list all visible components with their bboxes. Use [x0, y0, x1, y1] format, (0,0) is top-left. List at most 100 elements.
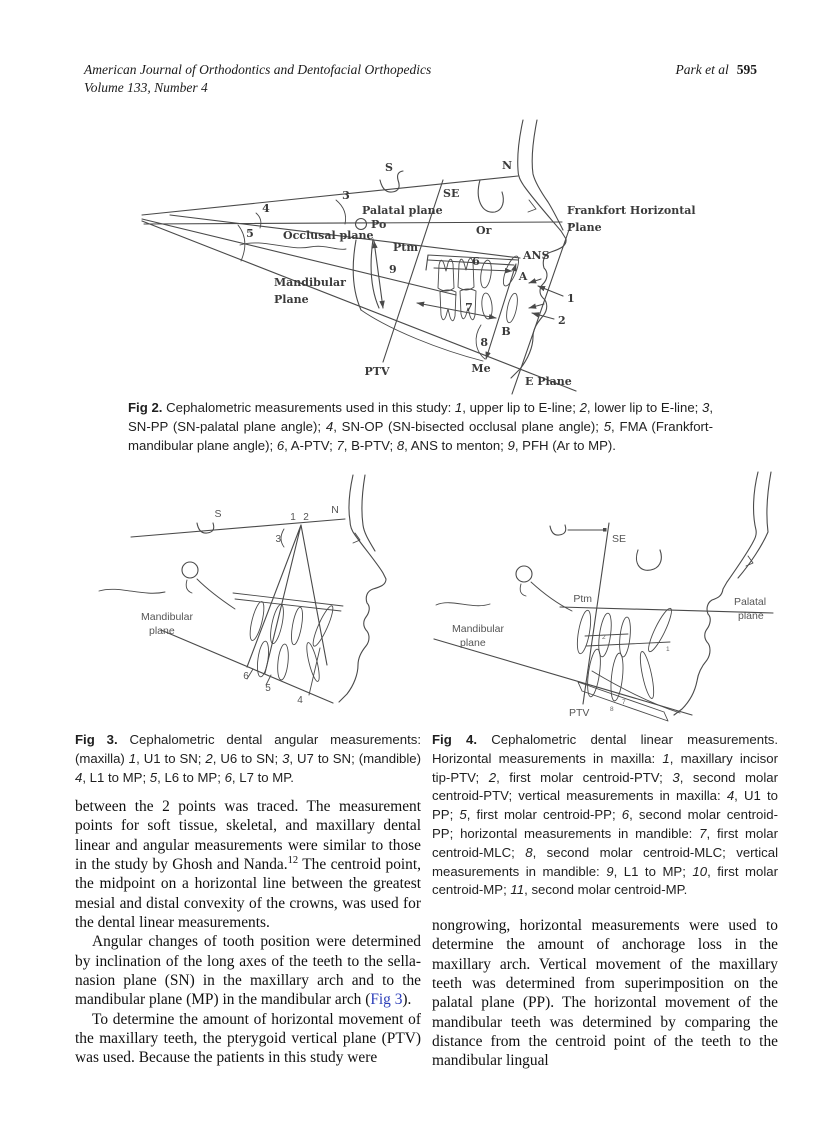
- text-segment: , B-PTV;: [343, 437, 397, 453]
- fig2-label-ptv: PTV: [365, 365, 390, 378]
- fig2-label-2: 2: [558, 314, 566, 327]
- upper-incisor: [648, 607, 672, 653]
- fig2-label-1: 1: [567, 292, 575, 305]
- fig2-label-9: 9: [389, 263, 397, 276]
- fig3-label-mandibular-1: Mandibular: [141, 611, 193, 623]
- sn-line: [141, 175, 519, 216]
- text-segment: , ANS to menton;: [404, 437, 508, 453]
- lower-incisor: [639, 651, 655, 699]
- text-segment: The centroid point, the midpoint on a ho…: [75, 856, 421, 932]
- upper-molar-1: [437, 258, 455, 292]
- cranial-base-outline: [239, 242, 347, 250]
- text-segment: , maxillary incisor tip-PTV;: [432, 750, 778, 785]
- fig2-caption: Fig 2. Cephalometric measurements used i…: [128, 399, 713, 455]
- fig3-reference-link[interactable]: Fig 3: [370, 991, 403, 1009]
- ear-marker: [181, 561, 199, 579]
- fig2-label-s: S: [385, 161, 393, 174]
- fig2-label-7: 7: [465, 301, 473, 314]
- text-segment: , second molar centroid-MP.: [524, 882, 688, 898]
- symphysis-outline: [475, 324, 486, 360]
- soft-tissue-profile: [673, 471, 759, 716]
- upper-molar-2: [598, 612, 612, 658]
- text-segment: 9: [507, 437, 515, 453]
- nasion-chevron: [352, 532, 361, 544]
- text-segment: 4: [726, 788, 735, 804]
- occlusal-plane-line: [141, 218, 457, 296]
- text-segment: 6: [276, 437, 285, 453]
- text-segment: 6: [621, 807, 630, 823]
- angle-arc-3: [335, 199, 347, 225]
- text-segment: Cephalometric dental linear measurements…: [432, 732, 778, 766]
- fig2-label-b: B: [501, 325, 510, 338]
- measure-8-arrow: [485, 263, 517, 360]
- fig2-label-or: Or: [476, 224, 492, 237]
- fig4-label-palatal-1: Palatal: [734, 596, 766, 608]
- text-segment: , second molar centroid-PTV; vertical me…: [432, 769, 779, 804]
- fig3-label-n: N: [331, 504, 339, 516]
- fig2-label-mandibular-1: Mandibular: [274, 276, 346, 289]
- fig4-label-se: SE: [612, 533, 626, 545]
- body-paragraph: Angular changes of tooth position were d…: [75, 932, 421, 1009]
- text-segment: 1: [128, 750, 137, 766]
- fig2-label-ptm: Ptm: [393, 241, 418, 254]
- text-segment: 1: [662, 750, 670, 766]
- fig4-label-mandibular-2: plane: [460, 637, 486, 649]
- text-segment: , upper lip to E-line;: [462, 400, 580, 415]
- fig3-label-s: S: [214, 508, 221, 520]
- fig4-label-mandibular-1: Mandibular: [452, 623, 504, 635]
- lower-molar-2: [610, 652, 624, 702]
- fig4-label-8: 8: [610, 706, 614, 713]
- text-segment: 10: [692, 863, 708, 879]
- journal-volume: Volume 133, Number 4: [84, 80, 208, 95]
- ear-marker: [515, 565, 533, 583]
- fig3-label-5: 5: [265, 683, 271, 694]
- text-segment: , FMA (Frankfort-mandibular plane angle)…: [128, 418, 713, 453]
- text-segment: , U1 to PP;: [432, 788, 778, 823]
- fig3-label-4: 4: [297, 695, 303, 706]
- text-segment: , L1 to MP;: [82, 769, 150, 785]
- sella-outline: [549, 524, 606, 536]
- text-segment: , U6 to SN;: [212, 750, 283, 766]
- mandible-border: [591, 670, 681, 714]
- ptv-line: [382, 179, 444, 363]
- fig4-label-palatal-2: plane: [738, 610, 764, 622]
- text-segment: , first molar centroid-MLC;: [432, 825, 779, 860]
- text-segment: ).: [402, 991, 412, 1009]
- lower-axis-extensions: [246, 647, 321, 696]
- nasion-chevron: [527, 199, 537, 213]
- fig3-label-mandibular-2: plane: [149, 625, 175, 637]
- fig3-label-6: 6: [243, 671, 249, 682]
- fig2-label-frankfort-1: Frankfort Horizontal: [567, 204, 696, 217]
- fig2-diagram: S N SE 3 Palatal plane 4 Occlusal plane …: [141, 119, 696, 395]
- text-segment: , L1 to MP;: [613, 863, 693, 879]
- text-segment: To determine the amount of horizontal mo…: [75, 1010, 421, 1067]
- upper-molar-1: [249, 601, 265, 641]
- soft-tissue-profile: [338, 474, 387, 703]
- orbit-outline: [477, 179, 504, 213]
- frankfort-line: [143, 221, 563, 225]
- text-segment: 9: [606, 863, 614, 879]
- page-number: 595: [736, 62, 757, 77]
- text-segment: 5: [459, 807, 467, 823]
- fig4-label-7: 7: [622, 699, 626, 706]
- text-segment: Angular changes of tooth position were d…: [75, 933, 421, 1009]
- fig2-label-occlusal-plane: Occlusal plane: [283, 229, 373, 242]
- text-segment: , first molar centroid-MP;: [432, 863, 778, 898]
- condyle-outline: [519, 581, 573, 612]
- text-segment: Fig 4.: [432, 732, 477, 747]
- text-segment: between the 2 points was traced. The mea…: [75, 798, 421, 874]
- sella-outline: [196, 522, 215, 534]
- text-segment: Fig 2.: [128, 400, 163, 415]
- text-segment: 5: [149, 769, 158, 785]
- e-line: [511, 223, 572, 395]
- fig4-label-1: 1: [666, 646, 670, 653]
- text-segment: , SN-PP (SN-palatal plane angle);: [128, 400, 713, 434]
- angle-arc-5: [237, 224, 246, 262]
- text-segment: 7: [336, 437, 344, 453]
- fig2-label-ans: ANS: [522, 249, 550, 262]
- orbit-outline: [636, 549, 662, 571]
- fig2-label-e-plane: E Plane: [525, 375, 572, 388]
- text-segment: , lower lip to E-line;: [586, 400, 702, 415]
- ptv-line: [582, 522, 610, 705]
